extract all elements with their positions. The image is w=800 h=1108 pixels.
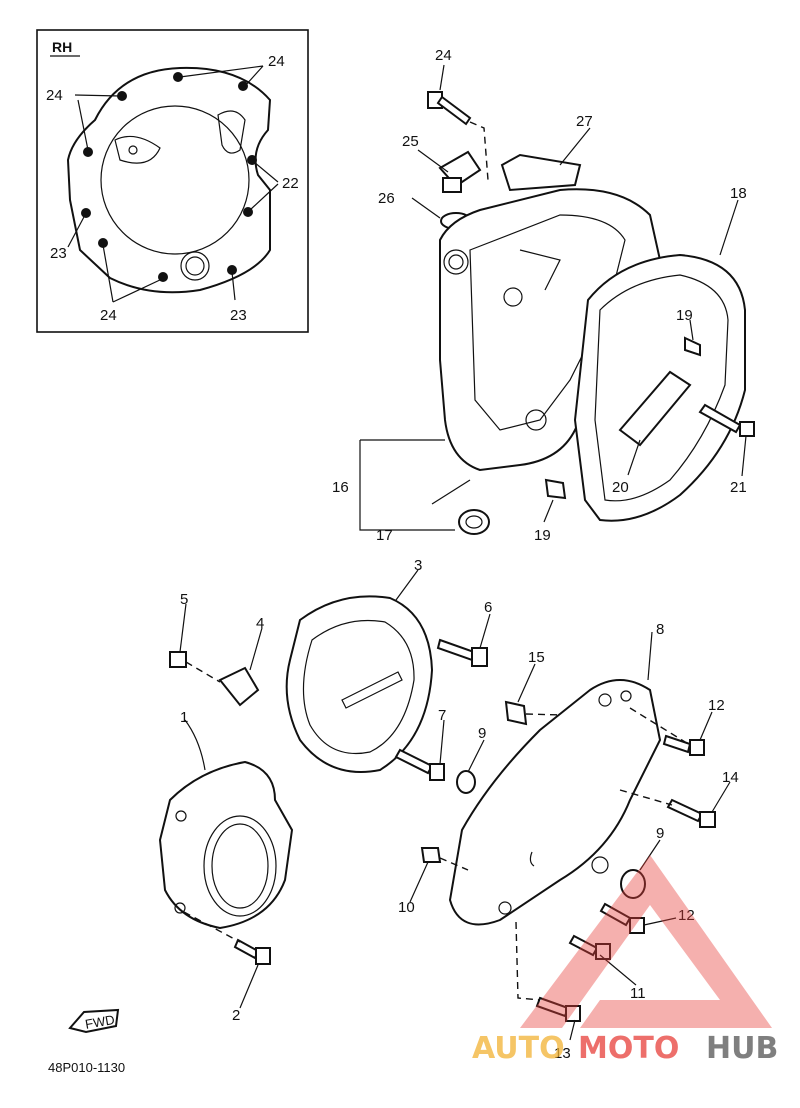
callout-19-lower: 19	[534, 527, 551, 544]
part-14-bolt	[666, 798, 716, 828]
part-6-bolt	[436, 638, 488, 667]
callout-3: 3	[414, 557, 422, 574]
inset-callout-24-bottom: 24	[100, 307, 117, 324]
watermark-text-auto: AUTO	[472, 1031, 565, 1066]
callout-26: 26	[378, 190, 395, 207]
callout-8: 8	[656, 621, 664, 638]
part-19-dowel-lower	[544, 478, 567, 500]
callout-9-upper: 9	[478, 725, 486, 742]
inset-cover-tab	[217, 110, 246, 154]
callout-7: 7	[438, 707, 446, 724]
callout-5: 5	[180, 591, 188, 608]
callout-9-lower: 9	[656, 825, 664, 842]
part-11-bolt	[568, 934, 611, 960]
forward-arrow-icon: FWD	[68, 1008, 120, 1034]
inset-callout-24-top: 24	[268, 53, 285, 70]
part-1-clutch-cover	[158, 760, 294, 930]
part-12-bolt-upper	[662, 734, 705, 756]
part-20-plate	[618, 370, 692, 447]
callout-12-upper: 12	[708, 697, 725, 714]
inset-callout-24-left: 24	[46, 87, 63, 104]
part-25-oil-filler-cap	[438, 150, 482, 193]
watermark-text-moto: MOTO	[578, 1031, 679, 1066]
callout-20: 20	[612, 479, 629, 496]
inset-frame	[36, 29, 309, 333]
part-2-bolt	[233, 938, 271, 965]
inset-cover-plug	[180, 251, 210, 281]
part-13-bolt	[535, 996, 581, 1022]
callout-24: 24	[435, 47, 452, 64]
callout-27: 27	[576, 113, 593, 130]
callout-12-lower: 12	[678, 907, 695, 924]
engine-side-covers: FWD 5 4 3 6 7 9 15 8 12	[48, 557, 739, 1075]
inset-callout-23-left: 23	[50, 245, 67, 262]
callout-19-upper: 19	[676, 307, 693, 324]
inset-label: RH	[52, 39, 72, 55]
callout-2: 2	[232, 1007, 240, 1024]
callout-6: 6	[484, 599, 492, 616]
part-19-dowel-upper	[684, 336, 701, 357]
inset-cover-window	[114, 135, 161, 164]
part-4-bracket	[218, 666, 260, 707]
callout-10: 10	[398, 899, 415, 916]
callout-14: 14	[722, 769, 739, 786]
callout-13: 13	[554, 1045, 571, 1062]
svg-text:FWD: FWD	[84, 1012, 116, 1032]
crankcase-cover-assembly: 24 25 26 27 18 19 20 21 19 16 17	[332, 47, 755, 544]
part-27-bracket	[500, 153, 582, 192]
part-9-washer-lower	[620, 869, 646, 899]
part-5-bolt	[169, 651, 187, 668]
inset-callout-22: 22	[282, 175, 299, 192]
callout-21: 21	[730, 479, 747, 496]
callout-16: 16	[332, 479, 349, 496]
inset-cover-outline	[66, 66, 272, 294]
part-12-bolt-lower	[599, 902, 645, 934]
part-15-dowel	[504, 700, 528, 726]
part-8-crankcase-cover	[448, 679, 662, 926]
part-9-washer-upper	[456, 770, 476, 794]
part-24-bolt	[427, 91, 472, 126]
callout-17: 17	[376, 527, 393, 544]
callout-15: 15	[528, 649, 545, 666]
watermark-logo: AUTO MOTO HUB	[472, 855, 778, 1066]
inset-callout-23-right: 23	[230, 307, 247, 324]
diagram-code: 48P010-1130	[48, 1060, 125, 1075]
inset-cover-inner-ring	[100, 105, 250, 255]
callout-1: 1	[180, 709, 188, 726]
part-7-bolt	[394, 748, 445, 781]
callout-18: 18	[730, 185, 747, 202]
part-21-bolt	[698, 403, 755, 437]
rh-inset: RH 24 24 22 23 24 23	[36, 29, 309, 333]
part-10-dowel	[420, 847, 442, 863]
part-3-generator-cover	[285, 595, 434, 773]
callout-25: 25	[402, 133, 419, 150]
callout-4: 4	[256, 615, 264, 632]
callout-11: 11	[630, 985, 646, 1002]
watermark-text-hub: HUB	[706, 1031, 778, 1066]
part-17-plug	[458, 509, 490, 535]
